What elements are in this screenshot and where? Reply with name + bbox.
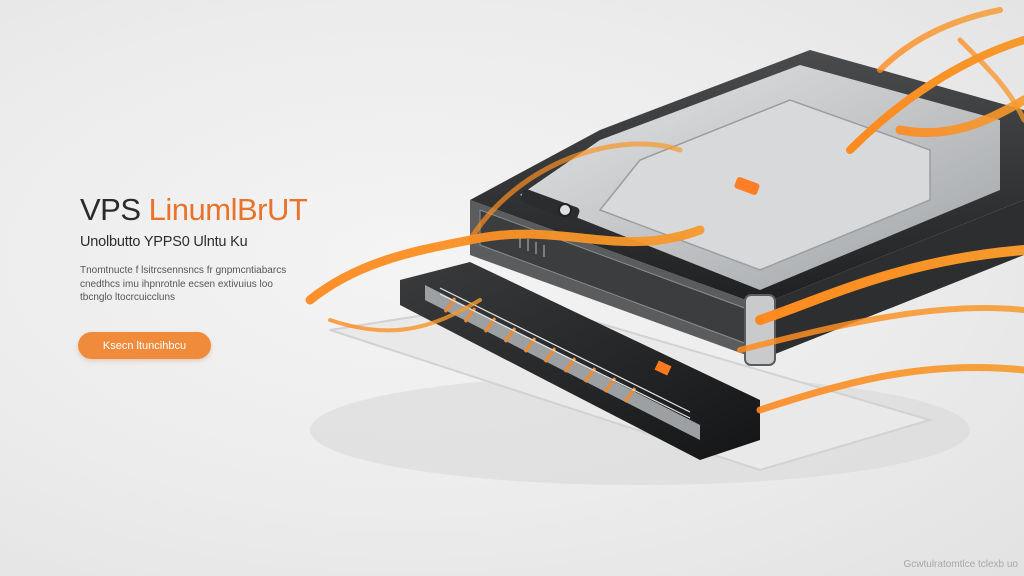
description-line: Tnomtnucte f lsitrcsennsncs fr gnpmcntia…	[80, 265, 287, 276]
description-line: cnedthcs imu ihpnrotnle ecsen extivuius …	[80, 278, 273, 290]
cta-button[interactable]: Ksecn ltuncihbcu	[78, 332, 211, 359]
status-led	[654, 360, 672, 376]
flame-swirls	[305, 7, 1024, 414]
server-chassis-side	[760, 200, 1024, 360]
lid-latch	[734, 177, 760, 195]
description-line: tbcnglo ltocrcuiccluns	[80, 292, 176, 303]
hero-description: Tnomtnucte f lsitrcsennsncs fr gnpmcntia…	[80, 264, 350, 305]
hero-text-block: VPS LinumlBrUT Unolbutto YPPS0 Ulntu Ku …	[80, 190, 350, 305]
hero-title-accent: LinumlBrUT	[148, 192, 308, 227]
watermark-text: Gcwtulratomtlce tclexb uo	[903, 559, 1019, 570]
drive-bay	[744, 294, 776, 366]
hero-title: VPS LinumlBrUT	[80, 190, 350, 230]
lid-panel	[598, 99, 931, 271]
keyboard-strip	[439, 287, 691, 419]
drawer-rail	[425, 285, 700, 440]
power-button	[558, 203, 572, 217]
hero-subtitle: Unolbutto YPPS0 Ulntu Ku	[80, 234, 248, 250]
hero-title-primary: VPS	[80, 192, 149, 227]
